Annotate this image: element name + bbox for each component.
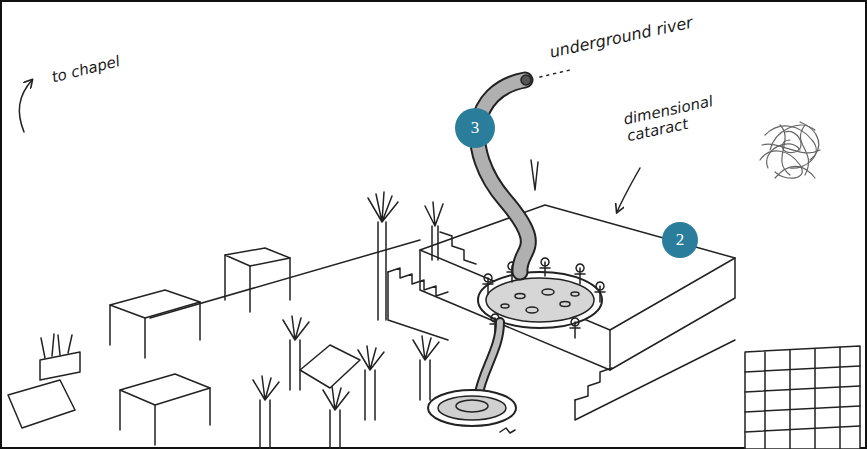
- callout-number: 2: [676, 230, 685, 250]
- callout-number: 3: [471, 118, 480, 138]
